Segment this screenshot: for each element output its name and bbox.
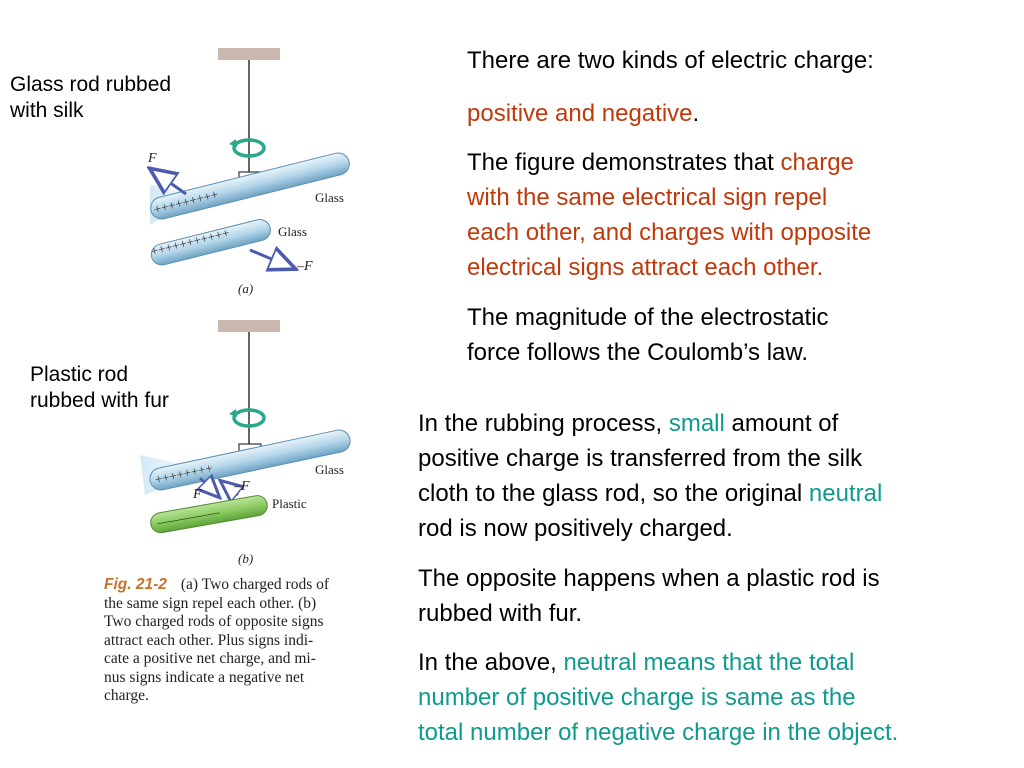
p5-line-4: rod is now positively charged. bbox=[418, 515, 733, 542]
force-arrow-top-a bbox=[152, 170, 187, 194]
panel-label-a: (a) bbox=[238, 281, 253, 296]
ceiling-mount-b bbox=[218, 320, 280, 332]
p1-line: There are two kinds of electric charge: bbox=[467, 47, 874, 74]
p5-line-3: cloth to the glass rod, so the original … bbox=[418, 476, 882, 511]
caption-line-4: attract each other. Plus signs indi- bbox=[104, 631, 314, 649]
p5-l3-colored: neutral bbox=[808, 480, 883, 507]
rod-label-glass-bottom-a: Glass bbox=[278, 224, 307, 239]
p4-line-1: The magnitude of the electrostatic bbox=[467, 304, 829, 331]
p3-line-2: with the same electrical sign repel bbox=[467, 184, 828, 211]
force-label-top-a: F bbox=[147, 151, 157, 166]
plastic-rod-label-line2: rubbed with fur bbox=[30, 389, 169, 412]
caption-line-5: cate a positive net charge, and mi- bbox=[104, 650, 316, 667]
p6-line-1: The opposite happens when a plastic rod … bbox=[418, 565, 880, 592]
p6-line-2: rubbed with fur. bbox=[418, 600, 583, 627]
glass-rod-label-line1: Glass rod rubbed bbox=[10, 73, 172, 96]
p5-l1-colored: small bbox=[668, 410, 725, 437]
p5-line-1: In the rubbing process, small amount of bbox=[418, 406, 882, 441]
glass-rod-top-a bbox=[150, 152, 350, 220]
paragraph-positive-negative: positive and negative. bbox=[467, 96, 699, 131]
rod-label-glass-top-a: Glass bbox=[315, 190, 344, 205]
p3-colored-1: charge bbox=[780, 149, 854, 176]
force-label-left-b: F bbox=[192, 487, 202, 502]
paragraph-charge-kinds: There are two kinds of electric charge: bbox=[467, 43, 874, 78]
p7-l1-lead: In the above, bbox=[418, 649, 564, 676]
ceiling-mount-a bbox=[218, 48, 280, 60]
rotation-arrow-icon-a bbox=[229, 138, 266, 158]
rod-label-glass-b: Glass bbox=[315, 462, 344, 477]
p2-colored: positive and negative bbox=[467, 100, 693, 127]
p2-tail: . bbox=[692, 100, 700, 127]
rotation-arrow-icon-b bbox=[229, 408, 266, 428]
glass-rod-label-line2: with silk bbox=[10, 99, 84, 122]
p3-line-3: each other, and charges with opposite bbox=[467, 219, 872, 246]
rod-label-plastic-b: Plastic bbox=[272, 496, 307, 511]
plastic-rod-label-line1: Plastic rod bbox=[30, 363, 129, 386]
p5-l1-tail: amount of bbox=[724, 410, 839, 437]
force-arrow-right-b bbox=[222, 482, 238, 495]
caption-line-3: Two charged rods of opposite signs bbox=[104, 613, 324, 630]
p3-lead: The figure demonstrates that bbox=[467, 149, 781, 176]
caption-line-2: the same sign repel each other. (b) bbox=[104, 594, 317, 612]
figure-caption: Fig. 21-2 (a) Two charged rods of the sam… bbox=[104, 576, 394, 706]
plastic-rod-b bbox=[150, 495, 268, 534]
panel-b: ++++++++ Glass F –F ––––––––– Plastic (b… bbox=[140, 320, 351, 566]
p5-l3-lead: cloth to the glass rod, so the original bbox=[418, 480, 809, 507]
figure-number: Fig. 21-2 bbox=[104, 576, 167, 593]
paragraph-rubbing-process: In the rubbing process, small amount of … bbox=[418, 406, 882, 546]
p5-line-2: positive charge is transferred from the … bbox=[418, 445, 863, 472]
panel-label-b: (b) bbox=[238, 551, 253, 566]
caption-line-1-text: (a) Two charged rods of bbox=[180, 576, 330, 593]
force-label-right-b: –F bbox=[233, 479, 250, 494]
p7-l1-colored: neutral means that the total bbox=[563, 649, 855, 676]
p4-line-2: force follows the Coulomb’s law. bbox=[467, 339, 809, 366]
glass-rod-b bbox=[149, 429, 351, 491]
force-arrow-left-b bbox=[200, 478, 218, 496]
p7-line-3: total number of negative charge in the o… bbox=[418, 719, 899, 746]
plastic-rod-label: Plastic rod rubbed with fur bbox=[30, 362, 169, 414]
p3-line-4: electrical signs attract each other. bbox=[467, 254, 824, 281]
p3-line-1: The figure demonstrates that charge bbox=[467, 145, 871, 180]
p7-line-1: In the above, neutral means that the tot… bbox=[418, 645, 898, 680]
panel-a: +++++++++ Glass F +++++++++++ Glass –F (… bbox=[147, 48, 350, 296]
caption-line-1: Fig. 21-2 (a) Two charged rods of bbox=[104, 576, 394, 595]
p7-line-2: number of positive charge is same as the bbox=[418, 684, 856, 711]
force-arrow-bottom-a bbox=[249, 250, 293, 268]
glass-rod-label: Glass rod rubbed with silk bbox=[10, 72, 171, 124]
paragraph-opposite-happens: The opposite happens when a plastic rod … bbox=[418, 561, 880, 631]
glass-rod-bottom-a bbox=[150, 219, 271, 266]
caption-line-7: charge. bbox=[104, 687, 149, 704]
charged-rods-figure: +++++++++ Glass F +++++++++++ Glass –F (… bbox=[140, 48, 351, 566]
p5-l1-lead: In the rubbing process, bbox=[418, 410, 669, 437]
caption-line-6: nus signs indicate a negative net bbox=[104, 668, 305, 686]
paragraph-neutral-meaning: In the above, neutral means that the tot… bbox=[418, 645, 898, 750]
paragraph-figure-demonstrates: The figure demonstrates that charge with… bbox=[467, 145, 871, 285]
force-label-bottom-a: –F bbox=[296, 259, 313, 274]
paragraph-coulombs-law: The magnitude of the electrostatic force… bbox=[467, 300, 829, 370]
